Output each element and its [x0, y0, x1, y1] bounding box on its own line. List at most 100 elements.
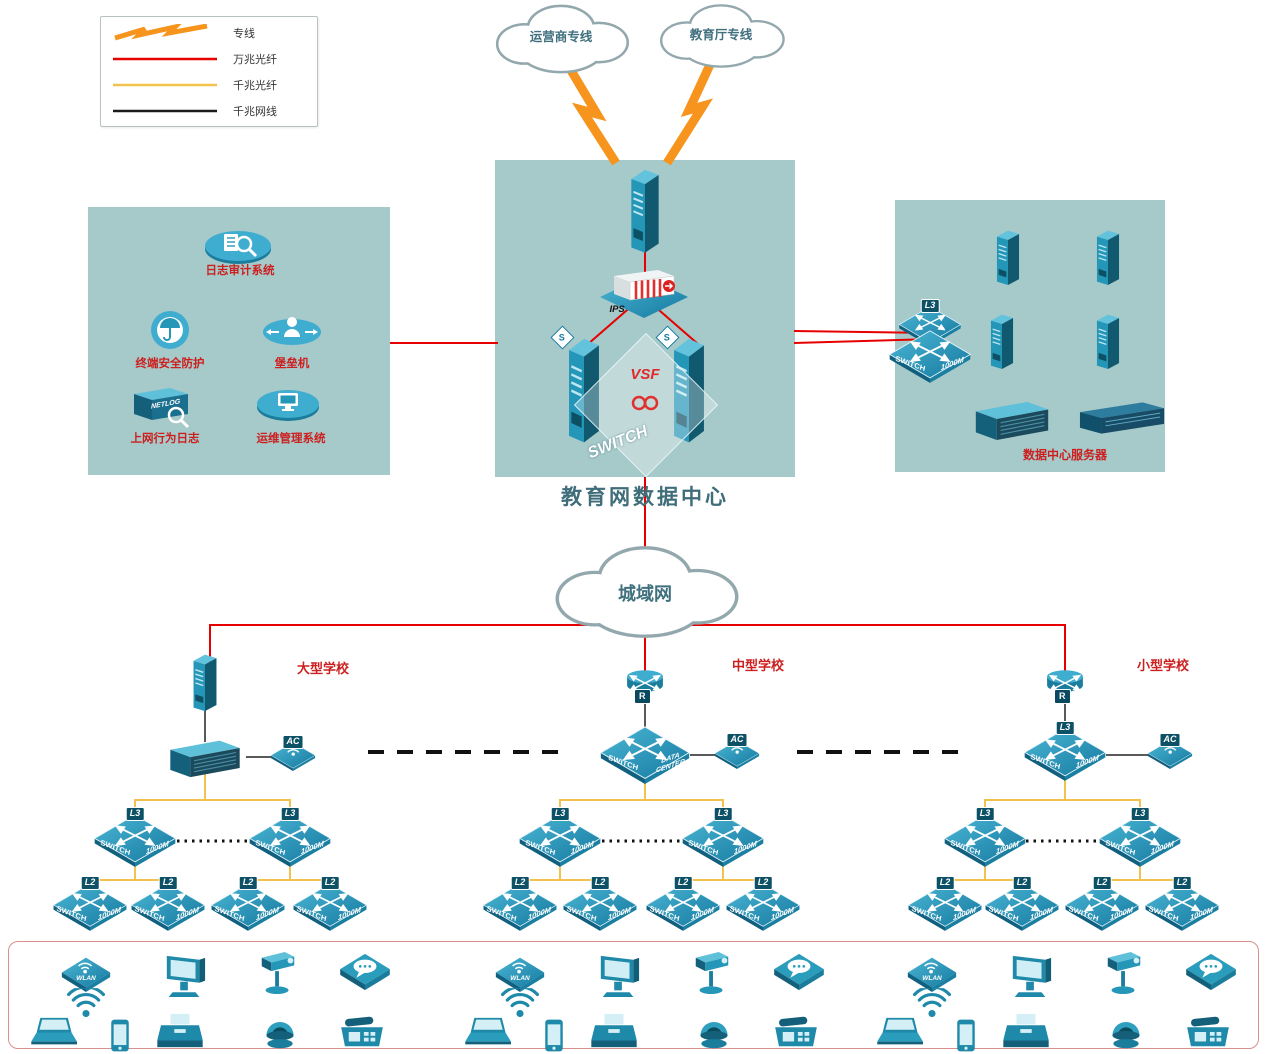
camera-glyph [1102, 948, 1146, 998]
l2-badge: L2 [80, 876, 100, 890]
smartphone-icon[interactable] [542, 1018, 566, 1053]
desk-phone-icon[interactable] [773, 1014, 819, 1050]
laptop-icon[interactable] [877, 1016, 925, 1049]
ips-glyph [600, 270, 688, 318]
large-school-server[interactable] [187, 652, 223, 712]
ptz-camera-icon[interactable] [256, 948, 300, 998]
server-glyph [985, 312, 1019, 370]
printer-glyph [591, 1012, 637, 1050]
l3-badge: L3 [1055, 721, 1075, 735]
rack-switch[interactable] [1078, 398, 1166, 438]
medium-school-core-switch[interactable]: SWITCH DATA CENTER [599, 726, 691, 785]
endpoint-group: WLAN [38, 941, 398, 1053]
netlog-glyph [134, 388, 190, 429]
large-school-label: 大型学校 [296, 661, 349, 676]
server-tower[interactable] [1091, 228, 1125, 286]
small-school-ac[interactable]: AC [1147, 733, 1193, 769]
wireless-ap-icon[interactable]: WLAN [906, 952, 958, 993]
log-audit-label: 日志审计系统 [205, 265, 275, 277]
phone-glyph [954, 1018, 978, 1053]
serverzone-switch-lower[interactable]: SWITCH 1000M [888, 330, 972, 384]
log-audit-icon[interactable] [202, 222, 274, 266]
arrows-glyph [1045, 737, 1085, 762]
red-line-icon [113, 57, 217, 61]
legend-label: 千兆网线 [233, 106, 277, 119]
desk-phone-icon[interactable] [1185, 1014, 1231, 1050]
laptop-icon[interactable] [465, 1016, 513, 1049]
bastion-icon[interactable] [260, 310, 324, 350]
chat-terminal-icon[interactable] [338, 952, 392, 994]
server-tower[interactable] [1091, 312, 1125, 370]
large-school-gateway[interactable] [165, 737, 245, 779]
medium-school-ac[interactable]: AC [714, 733, 760, 769]
monitor-icon[interactable] [595, 954, 643, 998]
monitor-glyph [1007, 954, 1055, 998]
laptop-glyph [877, 1016, 925, 1049]
core-firewall[interactable] [624, 166, 666, 254]
ips-device[interactable]: IPS [596, 264, 692, 320]
ac-badge: AC [282, 735, 304, 749]
l3-badge: L3 [280, 807, 300, 821]
netlog-icon[interactable]: NETLOG [128, 382, 196, 430]
dome-camera-icon[interactable] [1106, 1012, 1146, 1050]
smartphone-icon[interactable] [954, 1018, 978, 1053]
ptz-camera-icon[interactable] [1102, 948, 1146, 998]
l2-badge: L2 [753, 876, 773, 890]
dome-glyph [1106, 1012, 1146, 1050]
l2-badge: L2 [935, 876, 955, 890]
ops-mgmt-icon[interactable] [254, 382, 322, 424]
large-school-ac[interactable]: AC [270, 735, 316, 771]
ac-badge: AC [1159, 733, 1181, 747]
serverzone-switch-upper[interactable]: L3 [898, 299, 962, 347]
dome-camera-icon[interactable] [260, 1012, 300, 1050]
wireless-ap-icon[interactable]: WLAN [60, 952, 112, 993]
laptop-icon[interactable] [31, 1016, 79, 1049]
antenna-glyph [1163, 747, 1177, 754]
wlan-label: WLAN [922, 974, 942, 982]
wireless-ap-icon[interactable]: WLAN [494, 952, 546, 993]
desk-phone-icon[interactable] [339, 1014, 385, 1050]
dome-camera-icon[interactable] [694, 1012, 734, 1050]
server-tower[interactable] [991, 228, 1025, 286]
printer-icon[interactable] [1003, 1012, 1049, 1050]
monitor-icon[interactable] [1007, 954, 1055, 998]
legend-row-1g-copper: 千兆网线 [111, 101, 309, 122]
chat-terminal-icon[interactable] [1184, 952, 1238, 994]
printer-icon[interactable] [157, 1012, 203, 1050]
monitor-glyph [161, 954, 209, 998]
smartphone-icon[interactable] [108, 1018, 132, 1053]
legend-label: 万兆光纤 [233, 53, 277, 66]
printer-icon[interactable] [591, 1012, 637, 1050]
ops-mgmt-label: 运维管理系统 [256, 433, 326, 445]
arrows-glyph [540, 823, 580, 848]
ptz-camera-icon[interactable] [690, 948, 734, 998]
storage-stack[interactable] [972, 398, 1052, 442]
chat-terminal-icon[interactable] [772, 952, 826, 994]
server-tower[interactable] [985, 312, 1019, 370]
ops-mgmt-glyph [257, 390, 319, 421]
terminal-security-icon[interactable] [142, 306, 198, 354]
monitor-icon[interactable] [161, 954, 209, 998]
small-school-core-switch[interactable]: L3 SWITCH 1000M [1023, 721, 1107, 782]
ap-glyph [60, 952, 112, 993]
core-switch-tower-left[interactable]: S [550, 325, 607, 444]
